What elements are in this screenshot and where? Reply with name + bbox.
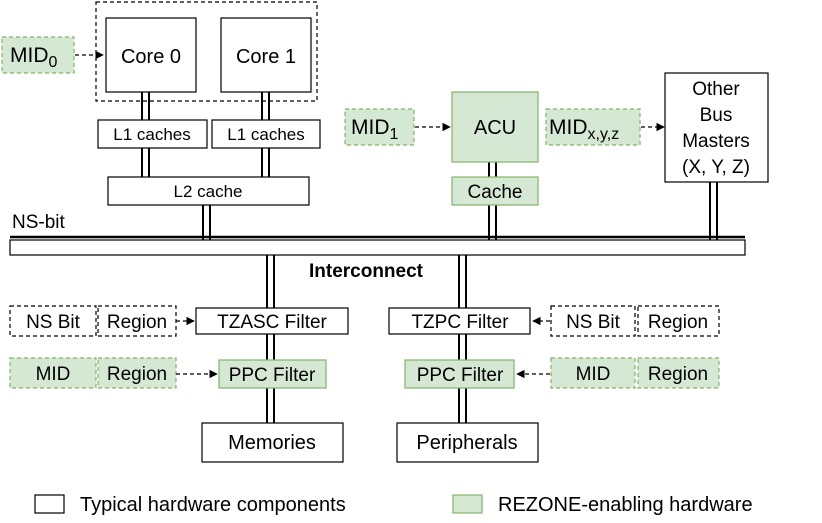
other-masters-line1: Other: [692, 79, 740, 100]
l2-cache: L2 cache: [107, 176, 310, 206]
svg-text:MID0: MID0: [10, 44, 58, 71]
ns-bit-label: NS-bit: [12, 212, 66, 233]
core-0: Core 0: [105, 17, 197, 93]
l1-right-label: L1 caches: [227, 125, 305, 144]
acu-label: ACU: [474, 117, 516, 139]
legend-rezone-label: REZONE-enabling hardware: [498, 494, 753, 516]
other-masters-line3: Masters: [682, 131, 750, 152]
core-1-label: Core 1: [236, 46, 296, 68]
tzpc-filter-box: TZPC Filter: [388, 307, 531, 335]
tzasc-filter-box: TZASC Filter: [195, 307, 349, 335]
mid0-text: MID: [10, 44, 49, 67]
right-region2-label: Region: [648, 364, 708, 385]
right-ppc-filter-box: PPC Filter: [404, 359, 515, 389]
left-mid-label: MID: [36, 364, 71, 385]
interconnect-label: Interconnect: [309, 261, 424, 282]
left-ppc-filter-box: PPC Filter: [218, 359, 327, 389]
left-region2-label: Region: [107, 364, 167, 385]
core-1: Core 1: [220, 17, 312, 93]
left-region-box: Region: [97, 305, 177, 337]
connection-lines: [141, 92, 718, 423]
l1-cache-left: L1 caches: [97, 119, 208, 149]
other-masters-line2: Bus: [700, 105, 733, 126]
legend: Typical hardware components REZONE-enabl…: [34, 494, 753, 516]
memories-label: Memories: [228, 432, 316, 454]
right-region-box: Region: [637, 305, 720, 337]
legend-rezone-swatch: [452, 494, 483, 514]
midxyz-text: MID: [549, 116, 588, 139]
svg-text:MIDx,y,z: MIDx,y,z: [549, 116, 619, 143]
other-bus-masters-box: Other Bus Masters (X, Y, Z): [664, 72, 769, 183]
mid0-box: MID0: [1, 36, 75, 74]
right-mid-label: MID: [576, 364, 611, 385]
left-region2-box: Region: [97, 357, 177, 389]
other-masters-line4: (X, Y, Z): [682, 157, 750, 178]
peripherals-box: Peripherals: [396, 422, 539, 463]
svg-text:MID1: MID1: [351, 116, 399, 143]
legend-typical-swatch: [34, 494, 65, 514]
acu-box: ACU: [451, 91, 539, 163]
legend-typical-label: Typical hardware components: [80, 494, 346, 516]
l2-label: L2 cache: [174, 182, 243, 201]
right-ns-bit-box: NS Bit: [550, 305, 636, 337]
tzpc-filter-label: TZPC Filter: [411, 312, 509, 333]
left-ns-bit-label: NS Bit: [26, 312, 81, 333]
left-region-label: Region: [107, 312, 167, 333]
mid1-sub: 1: [390, 126, 399, 143]
right-region2-box: Region: [637, 357, 720, 389]
tzasc-filter-label: TZASC Filter: [217, 312, 327, 333]
left-ppc-filter-label: PPC Filter: [229, 365, 316, 386]
midxyz-sub: x,y,z: [588, 126, 620, 143]
midxyz-box: MIDx,y,z: [545, 108, 641, 146]
l1-cache-right: L1 caches: [211, 119, 321, 149]
acu-cache-label: Cache: [468, 182, 523, 203]
left-ns-bit-box: NS Bit: [9, 305, 97, 337]
right-ppc-filter-label: PPC Filter: [417, 365, 504, 386]
memories-box: Memories: [201, 422, 344, 463]
core-0-label: Core 0: [121, 46, 181, 68]
mid0-sub: 0: [49, 54, 58, 71]
left-mid-box: MID: [9, 357, 97, 389]
right-mid-box: MID: [550, 357, 636, 389]
l1-left-label: L1 caches: [113, 125, 191, 144]
peripherals-label: Peripherals: [416, 432, 517, 454]
mid1-box: MID1: [344, 108, 415, 146]
right-ns-bit-label: NS Bit: [566, 312, 621, 333]
acu-cache-box: Cache: [451, 176, 539, 206]
interconnect-bar: [9, 239, 746, 256]
right-region-label: Region: [648, 312, 708, 333]
mid1-text: MID: [351, 116, 390, 139]
interconnect-bus: [9, 235, 746, 256]
